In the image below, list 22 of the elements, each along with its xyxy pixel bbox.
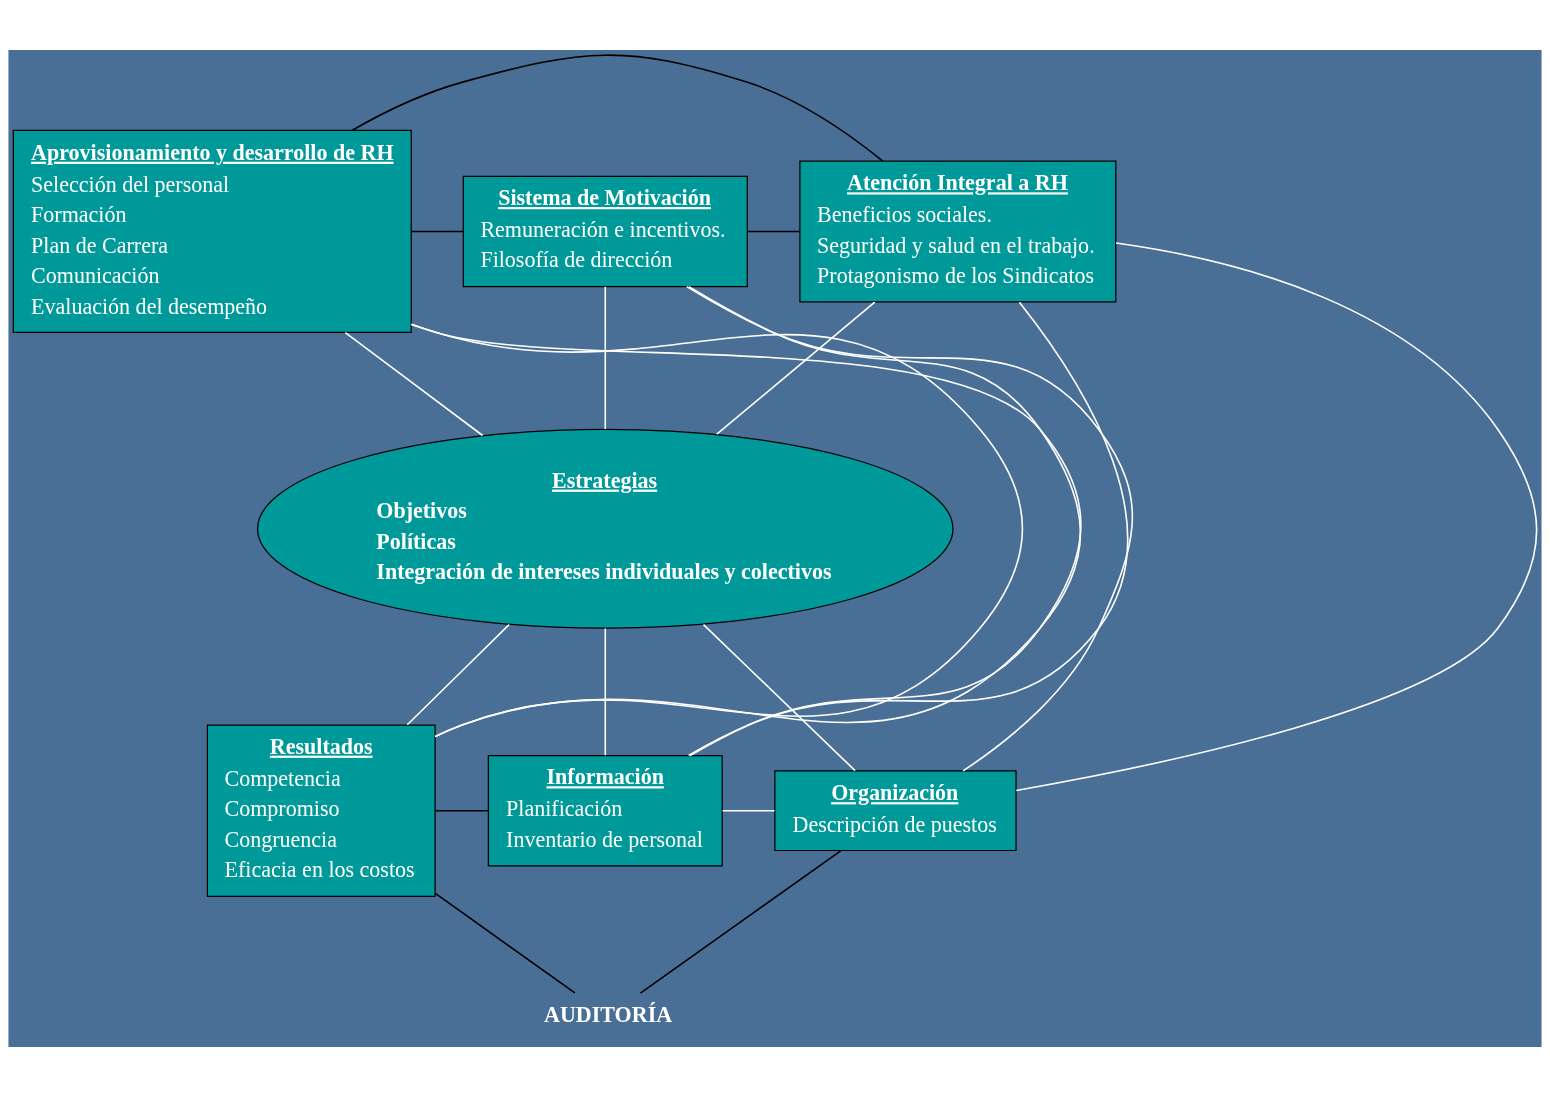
- connector: [639, 849, 842, 994]
- connector: [716, 301, 876, 435]
- node-box: Atención Integral a RH Beneficios sociales. Seguridad y salud en el trabajo. Protagonismo de los Sindicatos: [799, 160, 1117, 303]
- connector: [434, 809, 490, 812]
- connector: [344, 331, 484, 437]
- connector: [721, 809, 776, 812]
- connector: [410, 230, 464, 233]
- node-ellipse: Estrategias Objetivos Políticas Integración de intereses individuales y colectivos: [256, 428, 954, 629]
- node-box: Sistema de Motivación Remuneración e incentivos. Filosofía de dirección: [462, 175, 748, 288]
- node-box: Información Planificación Inventario de personal: [487, 755, 723, 867]
- node-text: AUDITORÍA: [544, 1001, 673, 1027]
- connector: [406, 623, 510, 726]
- connector: [351, 54, 884, 162]
- node-box: Resultados Competencia Compromiso Congruencia Eficacia en los costos: [206, 724, 436, 897]
- connector: [604, 627, 607, 757]
- node-box: Aprovisionamiento y desarrollo de RH Selección del personal Formación Plan de Carrera Comunicación Evaluación del desempeño: [12, 129, 412, 334]
- connector: [604, 285, 607, 430]
- node-box: Organización Descripción de puestos: [774, 770, 1017, 852]
- connector: [702, 623, 856, 772]
- connector: [746, 230, 801, 233]
- connector: [1015, 242, 1538, 792]
- connector: [434, 892, 576, 994]
